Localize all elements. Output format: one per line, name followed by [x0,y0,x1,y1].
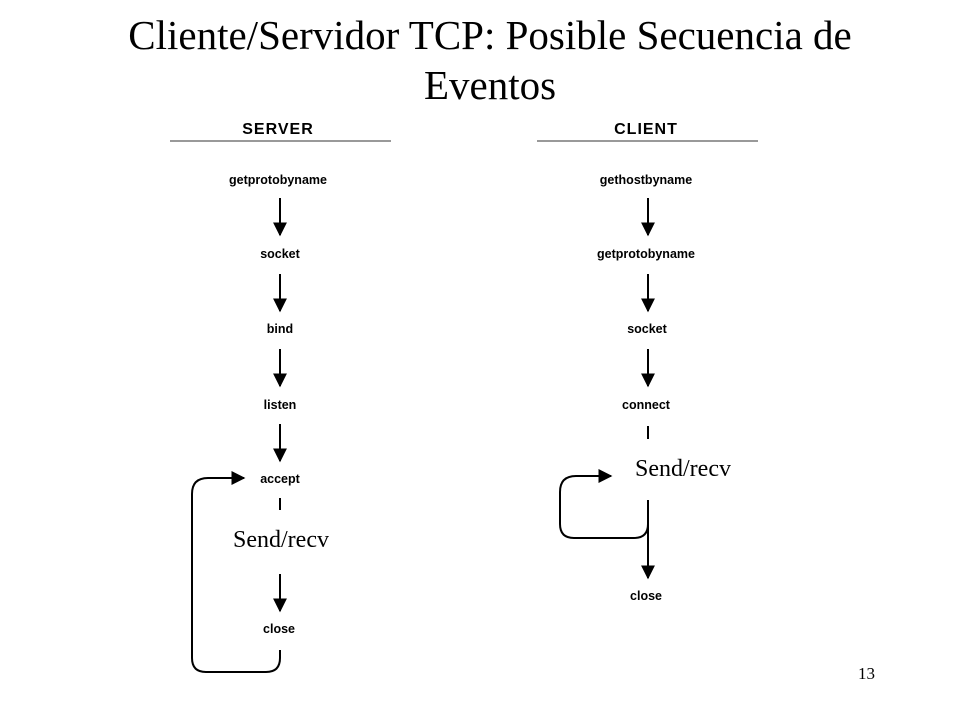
client-loop-arrow [559,469,649,539]
client-step-socket: socket [627,322,667,336]
server-column: SERVER getprotobyname socket bind listen… [170,121,391,673]
client-header: CLIENT [614,121,678,138]
server-step-accept: accept [260,472,300,486]
server-header: SERVER [242,121,314,138]
client-column: CLIENT gethostbyname getprotobyname sock… [537,121,758,603]
server-step-getprotobyname: getprotobyname [229,173,327,187]
client-step-connect: connect [622,398,671,412]
server-send-recv-label: Send/recv [233,527,329,553]
server-step-socket: socket [260,247,300,261]
server-step-close: close [263,622,295,636]
page-number: 13 [858,664,875,683]
client-send-recv-label: Send/recv [635,456,731,482]
client-step-getprotobyname: getprotobyname [597,247,695,261]
client-step-close: close [630,589,662,603]
server-step-listen: listen [264,398,297,412]
slide-title: Cliente/Servidor TCP: Posible Secuencia … [128,12,852,108]
server-step-bind: bind [267,322,293,336]
server-loop-arrow [191,471,281,673]
client-step-gethostbyname: gethostbyname [600,173,692,187]
